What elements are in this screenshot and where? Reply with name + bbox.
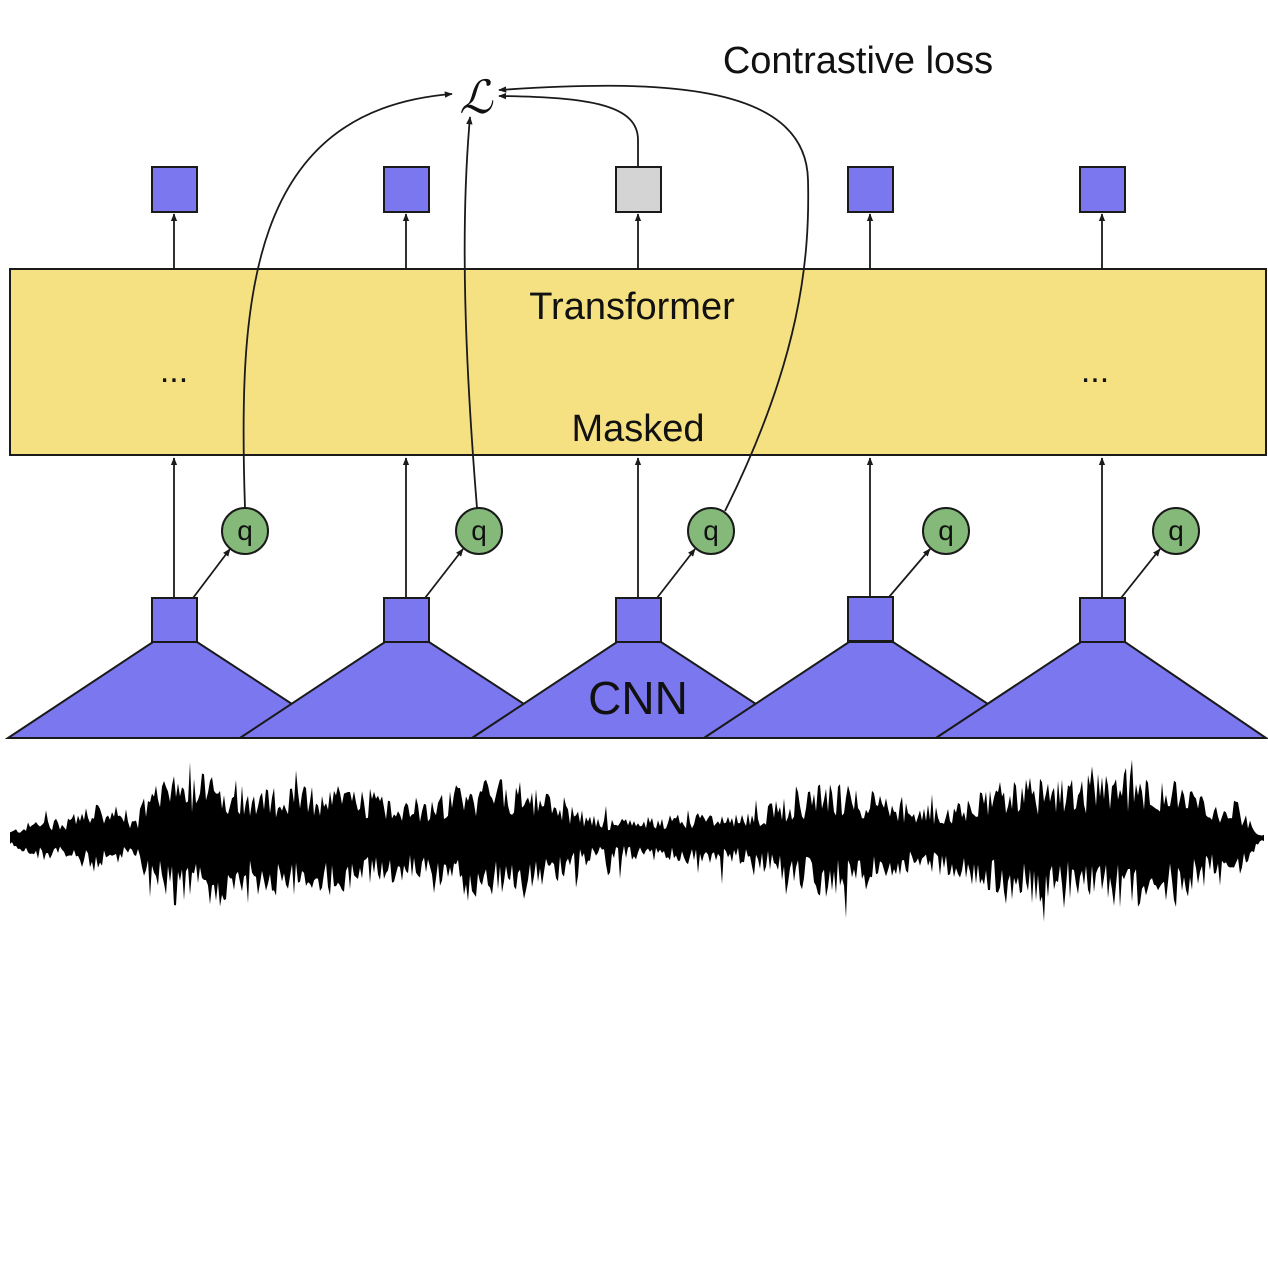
- context-output-5: [1079, 166, 1126, 213]
- transformer-block: [9, 268, 1267, 456]
- arrow-feature-to-quantizer-2: [424, 548, 464, 599]
- arrow-feature-to-quantizer-1: [192, 548, 231, 599]
- quantizer-label-1: q: [237, 515, 253, 546]
- quantizer-5: [1152, 507, 1200, 555]
- arrow-feature-to-quantizer-3: [656, 548, 696, 599]
- quantizer-label-3: q: [703, 515, 719, 546]
- transformer-label: Transformer: [529, 286, 735, 328]
- context-output-masked: [615, 166, 662, 213]
- loss-curve-from-quantizer-2: [463, 116, 478, 509]
- arrow-feature-to-quantizer-5: [1120, 548, 1161, 599]
- loss-curve-from-quantizer-3: [498, 84, 810, 512]
- ellipsis-right: ...: [1081, 352, 1109, 390]
- loss-symbol: ℒ: [459, 70, 493, 124]
- cnn-triangle-4: [700, 641, 990, 739]
- quantizer-label-2: q: [471, 515, 487, 546]
- quantizer-4: [922, 507, 970, 555]
- cnn-feature-5: [1079, 597, 1126, 643]
- cnn-triangle-1: [4, 641, 294, 739]
- cnn-label: CNN: [588, 672, 688, 724]
- cnn-feature-4: [847, 596, 894, 642]
- quantizer-3: [687, 507, 735, 555]
- context-output-1: [151, 166, 198, 213]
- masked-label: Masked: [571, 408, 704, 450]
- loss-caption: Contrastive loss: [723, 40, 993, 82]
- cnn-feature-2: [383, 597, 430, 643]
- context-output-4: [847, 166, 894, 213]
- quantizer-2: [455, 507, 503, 555]
- cnn-triangle-5: [932, 641, 1268, 739]
- cnn-encoder: [4, 641, 1268, 739]
- ellipsis-left: ...: [160, 352, 188, 390]
- loss-curve-from-quantizer-1: [242, 91, 453, 509]
- cnn-triangle-2: [236, 641, 526, 739]
- quantizer-label-5: q: [1168, 515, 1184, 546]
- loss-curve-from-masked-output: [498, 92, 639, 167]
- context-output-2: [383, 166, 430, 213]
- cnn-feature-1: [151, 597, 198, 643]
- audio-waveform-icon: [10, 759, 1264, 922]
- cnn-feature-3: [615, 597, 662, 643]
- quantizer-label-4: q: [938, 515, 954, 546]
- arrow-feature-to-quantizer-4: [888, 548, 931, 598]
